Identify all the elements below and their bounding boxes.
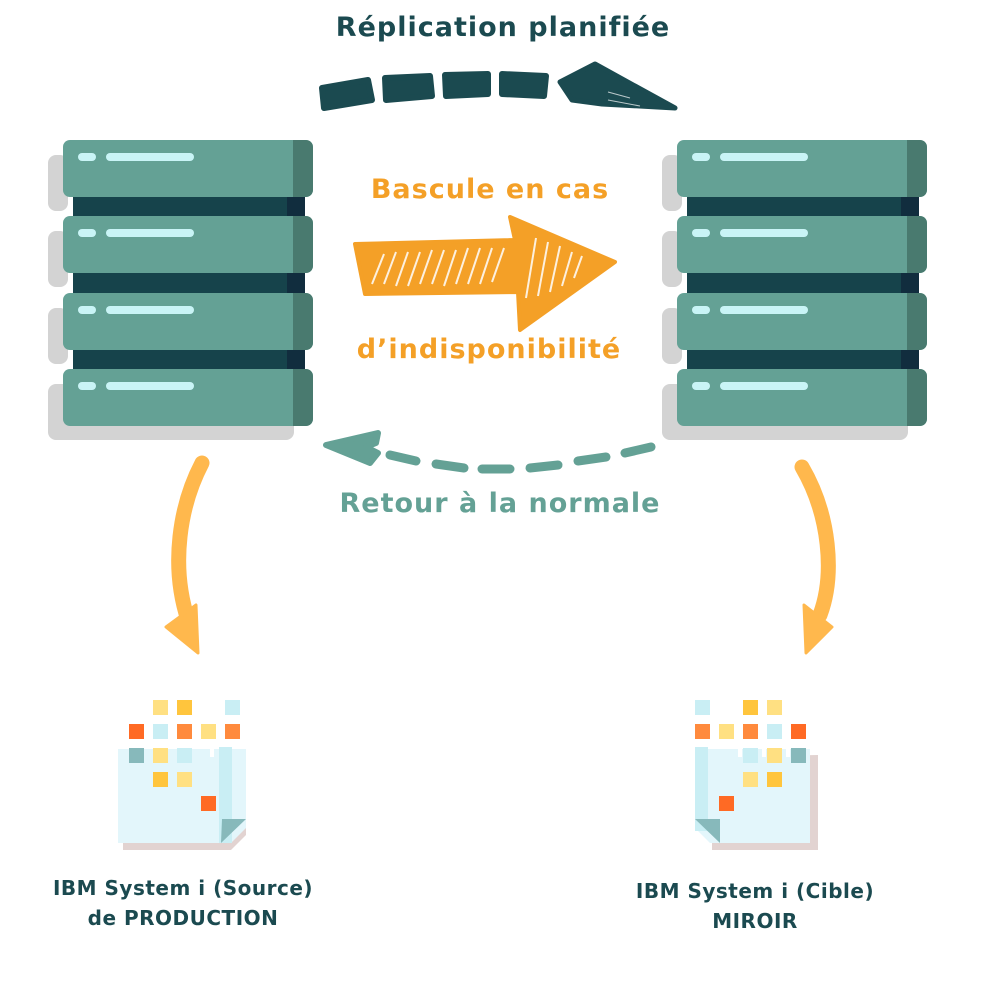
replication-arrow-dash xyxy=(499,71,549,99)
replication-arrow-dash xyxy=(382,73,435,103)
source-server xyxy=(48,140,318,450)
status-led xyxy=(692,382,710,390)
server-unit xyxy=(677,140,927,197)
status-led xyxy=(78,229,96,237)
server-unit xyxy=(677,293,927,350)
status-bar xyxy=(720,306,808,314)
status-bar xyxy=(720,153,808,161)
source-caption: IBM System i (Source) de PRODUCTION xyxy=(53,873,313,933)
status-led xyxy=(78,306,96,314)
failover-arrow xyxy=(353,215,617,332)
server-unit xyxy=(63,369,313,426)
source-data-icon xyxy=(118,695,248,855)
target-server xyxy=(662,140,932,450)
status-bar xyxy=(720,229,808,237)
return-arrow-dash xyxy=(385,450,421,466)
server-unit xyxy=(63,293,313,350)
server-unit xyxy=(677,369,927,426)
target-caption-line2: MIROIR xyxy=(712,909,798,933)
failover-label-line1: Bascule en cas xyxy=(370,174,610,205)
source-caption-line1: IBM System i (Source) xyxy=(52,876,314,900)
status-led xyxy=(692,153,710,161)
replication-arrow xyxy=(319,61,678,111)
status-led xyxy=(78,382,96,390)
target-data-icon xyxy=(690,695,820,855)
return-arrow-dash xyxy=(620,442,656,458)
replication-arrow-dash xyxy=(442,71,491,99)
return-arrow-head xyxy=(323,430,381,466)
status-led xyxy=(692,306,710,314)
failover-label-line2: d’indisponibilité xyxy=(356,334,622,365)
status-bar xyxy=(106,153,194,161)
source-to-data-arrow xyxy=(164,455,210,655)
target-caption-line1: IBM System i (Cible) xyxy=(635,879,875,903)
return-label: Retour à la normale xyxy=(339,488,661,519)
status-bar xyxy=(106,229,194,237)
return-arrow-dash xyxy=(431,459,469,473)
target-to-data-arrow xyxy=(794,459,836,655)
return-arrow-dash xyxy=(525,460,563,473)
status-led xyxy=(692,229,710,237)
server-unit xyxy=(63,216,313,273)
replication-arrow-dash xyxy=(319,77,375,111)
server-unit xyxy=(677,216,927,273)
source-caption-line2: de PRODUCTION xyxy=(87,906,279,930)
status-bar xyxy=(720,382,808,390)
return-arrow-dash xyxy=(573,452,611,466)
status-bar xyxy=(106,306,194,314)
server-unit xyxy=(63,140,313,197)
return-arrow xyxy=(323,430,656,474)
replication-title: Réplication planifiée xyxy=(335,12,671,43)
target-caption: IBM System i (Cible) MIROIR xyxy=(636,876,874,936)
status-led xyxy=(78,153,96,161)
status-bar xyxy=(106,382,194,390)
